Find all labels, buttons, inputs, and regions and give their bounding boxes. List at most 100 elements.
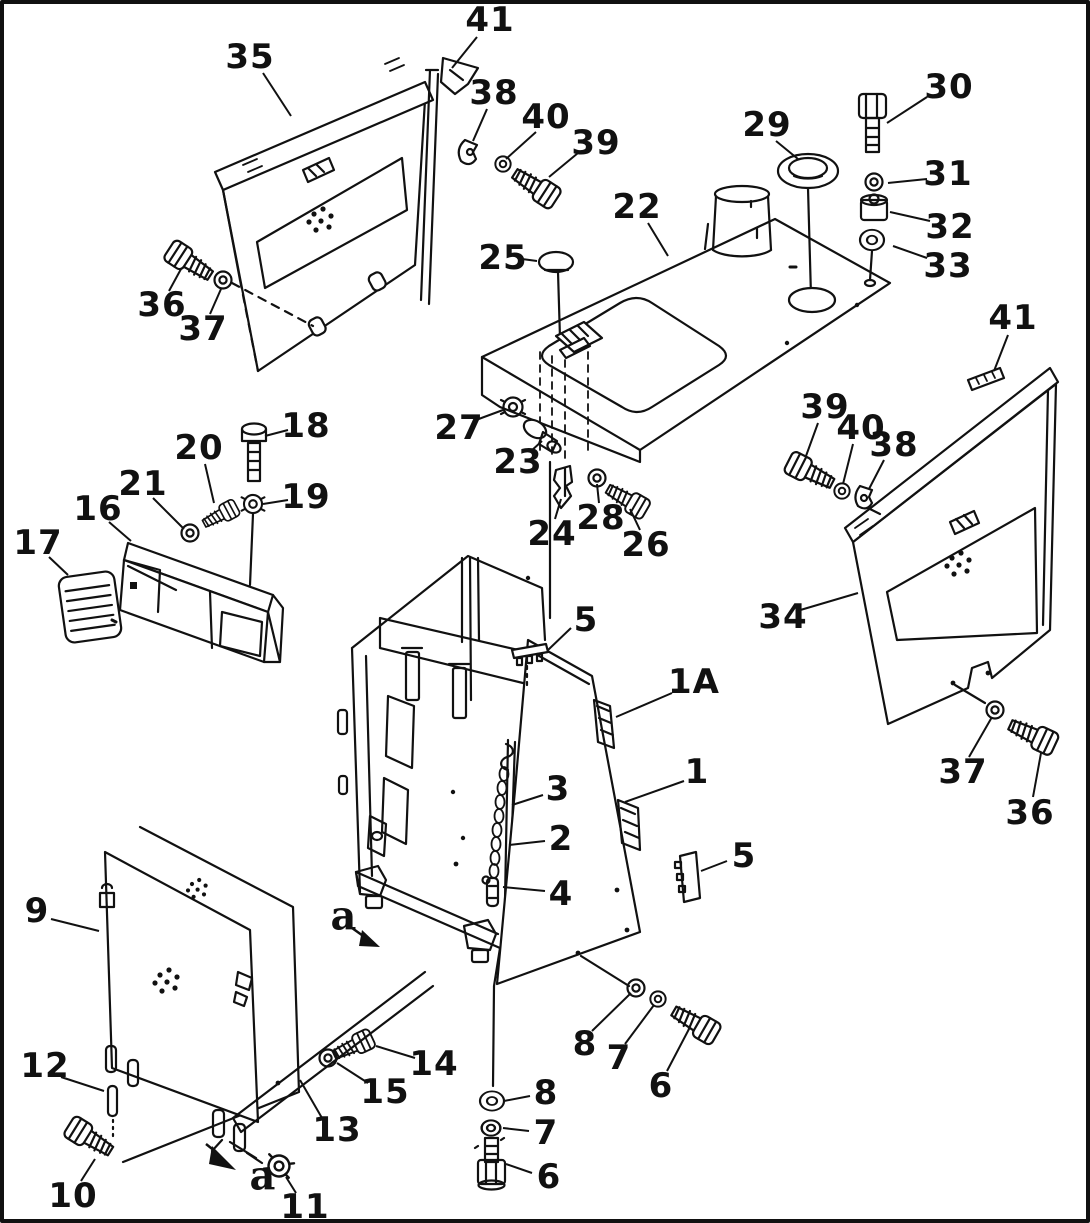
washer-28 bbox=[587, 468, 607, 488]
view-arrow-head bbox=[359, 930, 380, 947]
callout-16-24: 16 bbox=[73, 489, 122, 529]
callout-33-10: 33 bbox=[923, 246, 972, 286]
leader-line-16 bbox=[108, 521, 132, 542]
part-clip-38-left bbox=[457, 138, 479, 166]
leader-line-20 bbox=[204, 463, 215, 504]
callout-41-14: 41 bbox=[988, 298, 1037, 338]
callout-11-51: 11 bbox=[280, 1187, 329, 1223]
callout-9-39: 9 bbox=[25, 891, 50, 931]
leader-line-35 bbox=[262, 72, 292, 117]
leader-line-30 bbox=[886, 96, 928, 124]
leader-line-1A bbox=[615, 692, 673, 718]
callout-5-37: 5 bbox=[732, 836, 757, 876]
leader-line-23 bbox=[529, 440, 543, 453]
bolt-36-right bbox=[1004, 712, 1061, 758]
leader-line-24 bbox=[554, 498, 562, 520]
part-clip-5-right bbox=[673, 850, 702, 904]
leader-line-8 bbox=[591, 992, 632, 1032]
leader-line-3 bbox=[511, 794, 544, 806]
leader-line-21 bbox=[152, 497, 185, 530]
callout-7-42: 7 bbox=[607, 1038, 632, 1078]
leader-line-37 bbox=[968, 716, 993, 758]
callout-10-52: 10 bbox=[48, 1176, 97, 1216]
washer-37-right bbox=[985, 700, 1005, 720]
leader-line-38 bbox=[868, 459, 885, 490]
callout-37-13: 37 bbox=[178, 309, 227, 349]
bolt-30 bbox=[857, 92, 888, 154]
part-duct-16 bbox=[118, 541, 285, 664]
leader-line-40 bbox=[505, 131, 537, 160]
leader-line-6 bbox=[666, 1028, 690, 1072]
part-pin-4 bbox=[481, 875, 500, 908]
bolt-23 bbox=[522, 418, 562, 454]
callout-23-21: 23 bbox=[493, 442, 542, 482]
leader-line-14 bbox=[375, 1045, 416, 1059]
leader-line-8 bbox=[503, 1095, 531, 1102]
callout-28-25: 28 bbox=[576, 498, 625, 538]
nut-19 bbox=[240, 493, 266, 587]
bolt-18 bbox=[240, 422, 268, 483]
callout-15-47: 15 bbox=[360, 1072, 409, 1112]
callout-6-45: 6 bbox=[649, 1066, 674, 1106]
part-latch-plate bbox=[539, 320, 604, 620]
callout-17-27: 17 bbox=[13, 523, 62, 563]
nut-32 bbox=[859, 193, 889, 222]
washer-40-left bbox=[494, 155, 512, 173]
callout-25-11: 25 bbox=[478, 238, 527, 278]
leader-line-29 bbox=[775, 140, 799, 160]
callout-26-28: 26 bbox=[621, 525, 670, 565]
washer-40-right bbox=[833, 482, 851, 500]
bolt-36-left bbox=[161, 237, 218, 287]
callout-34-29: 34 bbox=[758, 597, 807, 637]
part-top-plate-22 bbox=[480, 217, 892, 464]
callout-12-43: 12 bbox=[20, 1046, 69, 1086]
leader-line-7 bbox=[502, 1127, 530, 1132]
leader-line-38 bbox=[472, 108, 488, 142]
callout-37-34: 37 bbox=[938, 752, 987, 792]
leader-line-13 bbox=[299, 1079, 323, 1119]
leader-line-10 bbox=[80, 1158, 96, 1182]
leader-line-41 bbox=[451, 36, 478, 69]
callout-27-15: 27 bbox=[434, 408, 483, 448]
callout-41-0: 41 bbox=[465, 0, 514, 40]
callout-29-6: 29 bbox=[742, 105, 791, 145]
view-arrow-head bbox=[209, 1146, 236, 1170]
washer-15 bbox=[318, 1048, 338, 1068]
part-chain-2 bbox=[488, 742, 514, 879]
leader-line-33 bbox=[892, 245, 928, 259]
washer-7-bottom bbox=[480, 1119, 502, 1137]
callout-1A-31: 1A bbox=[668, 662, 720, 702]
leader-line-5 bbox=[700, 860, 728, 872]
leader-line-11 bbox=[285, 1176, 297, 1194]
callout-40-18: 40 bbox=[836, 408, 885, 448]
bolt-39-right bbox=[781, 449, 839, 496]
leader-line-36 bbox=[168, 268, 182, 292]
callout-8-46: 8 bbox=[534, 1073, 559, 1113]
bolt-39-left bbox=[507, 162, 564, 212]
leader-line-39 bbox=[548, 152, 579, 178]
leader-line-5 bbox=[547, 627, 572, 651]
part-clip-5-top bbox=[510, 642, 550, 692]
part-cap-25 bbox=[537, 250, 575, 340]
callout-7-49: 7 bbox=[534, 1113, 559, 1153]
leader-line-1 bbox=[624, 780, 685, 803]
leader-line-9 bbox=[50, 918, 100, 932]
washer-21 bbox=[180, 523, 200, 543]
callout-5-30: 5 bbox=[574, 600, 599, 640]
part-bracket-24 bbox=[552, 464, 574, 510]
leader-line-12 bbox=[60, 1076, 105, 1092]
leader-line-36 bbox=[1032, 752, 1042, 798]
callout-4-38: 4 bbox=[549, 874, 574, 914]
part-cylinder-inlet bbox=[703, 184, 773, 258]
part-cab-frame bbox=[336, 554, 547, 1088]
leader-line-7 bbox=[624, 1004, 655, 1045]
part-door-panel-9 bbox=[98, 850, 260, 1124]
washer-31 bbox=[864, 172, 884, 192]
part-panel-34 bbox=[843, 366, 1060, 726]
part-grommet-29 bbox=[776, 152, 840, 314]
washer-33 bbox=[858, 228, 886, 288]
washer-37-left bbox=[213, 270, 233, 290]
callout-3-33: 3 bbox=[546, 769, 571, 809]
